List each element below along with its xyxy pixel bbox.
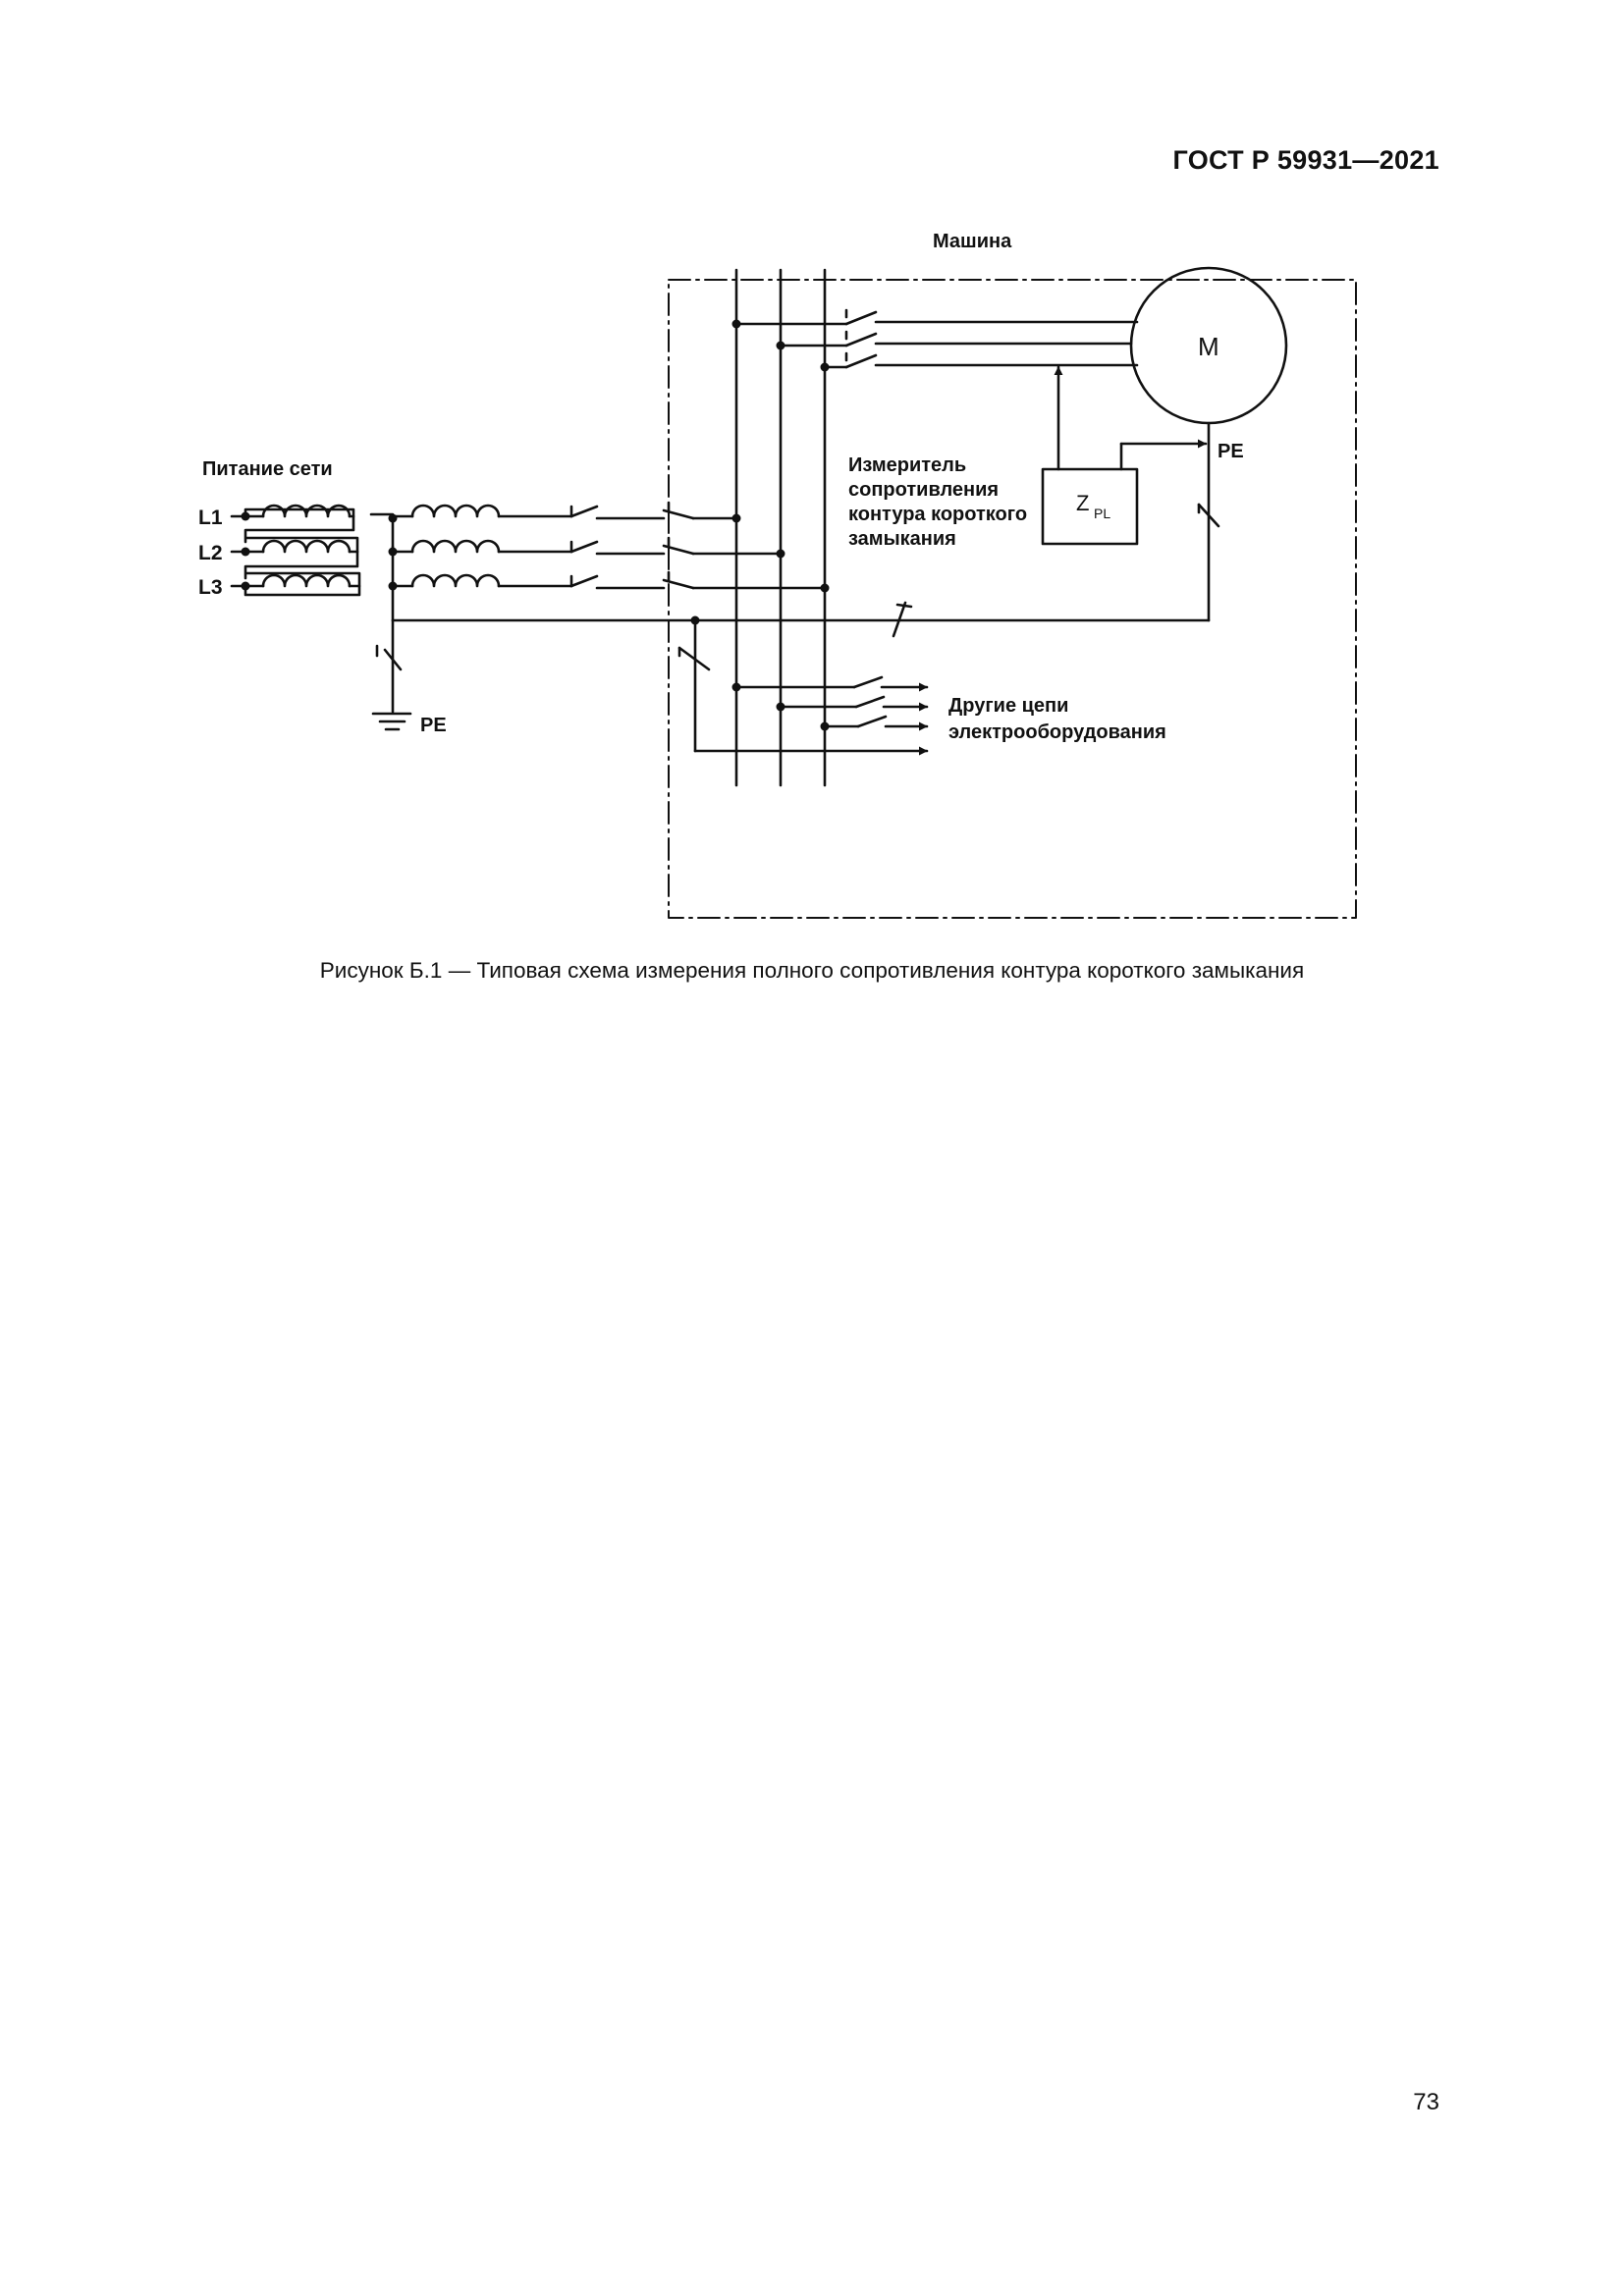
circuit-diagram: Машина М Питание сети L1 L2 L3 PE PE Изм… xyxy=(198,231,1357,919)
figure-caption: Рисунок Б.1 — Типовая схема измерения по… xyxy=(319,958,1305,983)
meter-box xyxy=(1041,467,1139,546)
meter-label-line3: контура короткого xyxy=(848,504,1027,525)
motor-label: М xyxy=(1198,332,1219,361)
meter-label-line1: Измеритель xyxy=(848,454,966,476)
machine-boundary xyxy=(668,279,1357,919)
page-number: 73 xyxy=(1413,2089,1439,2115)
document-header: ГОСТ Р 59931—2021 xyxy=(1172,145,1439,175)
junction-dots xyxy=(241,319,830,731)
meter-symbol: Z xyxy=(1076,491,1089,515)
pe-label-ground: PE xyxy=(420,715,447,736)
other-circuits-line1: Другие цепи xyxy=(948,695,1068,717)
machine-label: Машина xyxy=(933,231,1012,252)
meter-label-line2: сопротивления xyxy=(848,479,999,501)
other-circuits-line2: электрооборудования xyxy=(948,721,1166,743)
phase-l3: L3 xyxy=(198,576,223,599)
pe-label-motor: PE xyxy=(1218,441,1244,462)
meter-label-line4: замыкания xyxy=(848,528,956,550)
phase-l1: L1 xyxy=(198,507,223,529)
supply-label: Питание сети xyxy=(202,458,333,480)
meter-subscript: PL xyxy=(1094,506,1110,521)
phase-l2: L2 xyxy=(198,542,223,564)
